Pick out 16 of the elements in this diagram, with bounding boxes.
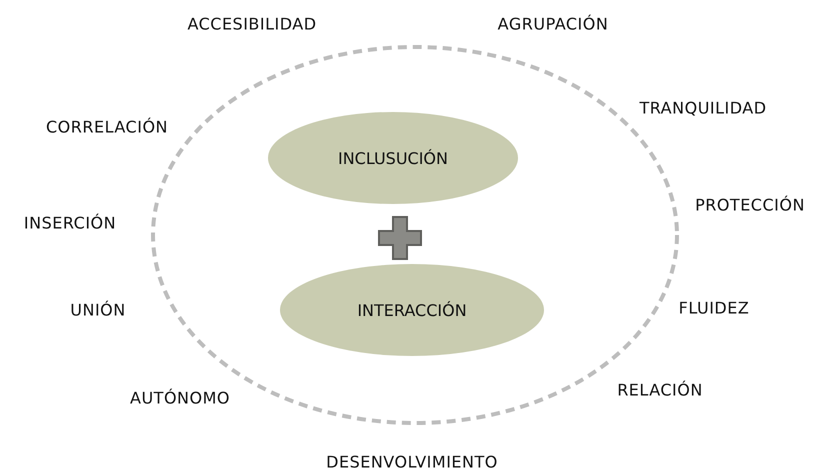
word-label: INSERCIÓN <box>24 214 116 232</box>
word-label: AUTÓNOMO <box>130 388 230 408</box>
word-label: DESENVOLVIMIENTO <box>326 452 498 472</box>
ellipse-node <box>268 112 518 204</box>
word-label: CORRELACIÓN <box>46 118 168 136</box>
word-label: RELACIÓN <box>617 380 703 400</box>
word-label: FLUIDEZ <box>678 298 750 318</box>
plus-sign <box>378 216 422 260</box>
node-label: INCLUSUCIÓN <box>338 148 448 168</box>
word-label: AGRUPACIÓN <box>498 14 608 34</box>
node-label: INTERACCIÓN <box>357 300 467 320</box>
word-label: PROTECCIÓN <box>695 196 805 214</box>
word-label: ACCESIBILIDAD <box>187 14 317 34</box>
word-label: UNIÓN <box>70 300 126 320</box>
word-label: TRANQUILIDAD <box>639 98 767 118</box>
ellipse-node <box>280 264 544 356</box>
